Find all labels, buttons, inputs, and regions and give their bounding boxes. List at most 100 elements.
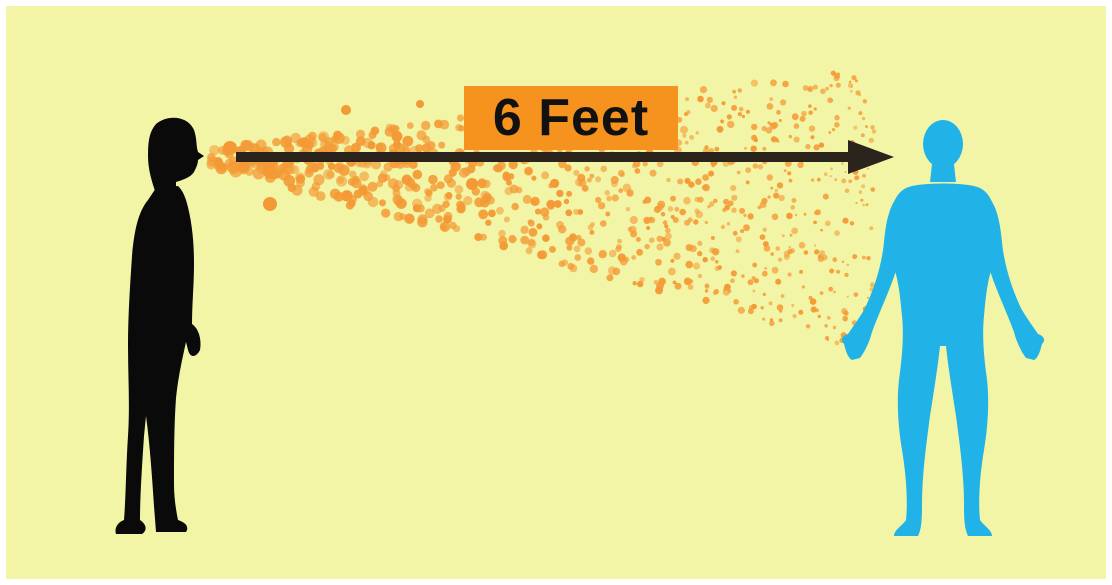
droplet bbox=[479, 197, 490, 208]
droplet bbox=[867, 296, 870, 299]
droplet bbox=[792, 314, 797, 319]
droplet bbox=[463, 196, 473, 206]
droplet bbox=[837, 72, 840, 75]
droplet bbox=[566, 244, 573, 251]
droplet bbox=[644, 243, 650, 250]
droplet bbox=[779, 309, 783, 313]
droplet bbox=[635, 237, 641, 242]
droplet bbox=[558, 225, 567, 234]
droplet bbox=[781, 234, 785, 238]
droplet bbox=[683, 196, 691, 205]
droplet bbox=[841, 162, 844, 165]
droplet bbox=[813, 244, 817, 247]
droplet bbox=[741, 274, 745, 278]
droplet bbox=[752, 289, 756, 293]
droplet bbox=[566, 190, 573, 197]
droplet bbox=[685, 260, 693, 269]
droplet bbox=[869, 226, 874, 231]
droplet bbox=[600, 220, 607, 227]
droplet bbox=[745, 167, 752, 174]
droplet bbox=[498, 229, 506, 238]
droplet bbox=[664, 224, 669, 229]
droplet bbox=[778, 318, 783, 323]
droplet bbox=[774, 188, 778, 193]
droplet bbox=[584, 166, 590, 172]
droplet bbox=[860, 133, 865, 138]
droplet bbox=[421, 120, 431, 131]
droplet bbox=[362, 137, 374, 149]
droplet bbox=[412, 169, 423, 180]
droplet bbox=[841, 178, 847, 184]
droplet bbox=[713, 198, 718, 204]
droplet bbox=[688, 279, 694, 284]
droplet bbox=[760, 306, 764, 310]
droplet bbox=[670, 195, 676, 202]
droplet bbox=[637, 280, 644, 288]
droplet bbox=[869, 282, 875, 288]
droplet bbox=[765, 127, 773, 134]
droplet bbox=[670, 258, 675, 263]
droplet bbox=[825, 86, 829, 91]
droplet bbox=[412, 198, 423, 209]
droplet bbox=[814, 251, 818, 255]
droplet bbox=[522, 194, 532, 204]
droplet bbox=[589, 264, 598, 274]
droplet bbox=[735, 249, 740, 254]
droplet bbox=[695, 131, 700, 135]
droplet bbox=[799, 269, 804, 274]
droplet bbox=[762, 317, 766, 321]
droplet bbox=[819, 291, 824, 295]
distance-label-box bbox=[464, 86, 678, 150]
droplet bbox=[828, 286, 834, 292]
droplet bbox=[793, 123, 800, 129]
droplet bbox=[726, 222, 731, 226]
droplet bbox=[530, 196, 540, 206]
droplet bbox=[757, 205, 762, 210]
droplet bbox=[480, 190, 490, 200]
droplet bbox=[747, 213, 754, 220]
droplet bbox=[786, 212, 793, 220]
droplet bbox=[558, 260, 566, 268]
droplet bbox=[606, 274, 614, 282]
droplet bbox=[209, 145, 220, 156]
droplet bbox=[753, 137, 758, 143]
droplet bbox=[662, 220, 668, 225]
droplet bbox=[798, 309, 804, 315]
droplet bbox=[617, 253, 626, 262]
droplet bbox=[224, 158, 234, 168]
droplet bbox=[745, 180, 750, 185]
droplet bbox=[824, 324, 828, 328]
droplet bbox=[524, 166, 533, 176]
droplet bbox=[852, 254, 858, 260]
distance-label-container: 6 Feet bbox=[464, 86, 678, 150]
droplet bbox=[744, 146, 747, 150]
droplet bbox=[672, 217, 679, 223]
droplet bbox=[712, 290, 718, 296]
droplet bbox=[834, 340, 840, 346]
droplet bbox=[831, 99, 834, 102]
droplet bbox=[622, 183, 632, 193]
droplet bbox=[846, 263, 850, 267]
droplet bbox=[336, 176, 345, 184]
droplet bbox=[616, 244, 622, 250]
droplet bbox=[458, 167, 469, 178]
droplet-spread-diagram bbox=[6, 6, 1106, 579]
droplet bbox=[424, 208, 435, 219]
droplet bbox=[428, 174, 438, 185]
droplet bbox=[710, 104, 718, 113]
droplet bbox=[564, 164, 572, 172]
droplet bbox=[862, 255, 866, 260]
droplet bbox=[355, 129, 366, 139]
droplet bbox=[618, 188, 624, 194]
droplet bbox=[496, 206, 504, 215]
droplet bbox=[790, 205, 796, 210]
droplet bbox=[634, 168, 641, 174]
droplet bbox=[485, 219, 492, 226]
droplet bbox=[449, 221, 457, 230]
droplet bbox=[813, 220, 816, 224]
droplet bbox=[655, 258, 662, 266]
droplet bbox=[578, 178, 587, 187]
droplet bbox=[819, 250, 826, 256]
droplet bbox=[684, 140, 689, 145]
